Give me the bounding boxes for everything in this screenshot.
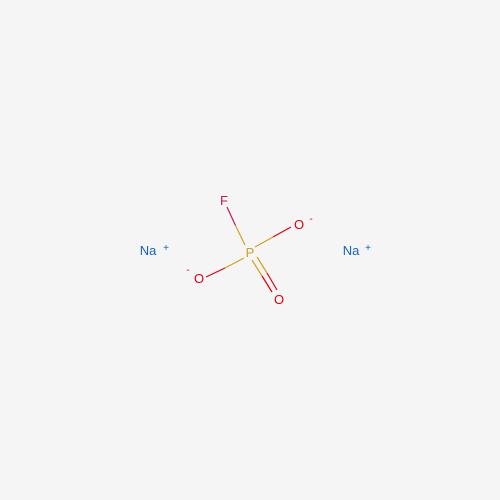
bonds [205, 206, 292, 293]
atoms: Na + Na + F P O - O - O [140, 193, 371, 307]
atom-f: F [220, 193, 228, 208]
atom-charge: - [309, 214, 312, 225]
bond-p-f [226, 206, 246, 246]
atom-na-right: Na + [343, 243, 371, 258]
atom-symbol: O [294, 217, 304, 232]
atom-charge: + [365, 243, 371, 254]
bond-p-o-left [205, 257, 245, 278]
atom-symbol: F [220, 193, 228, 208]
atom-o-upper: O - [294, 214, 313, 232]
atom-p: P [246, 245, 255, 260]
bond-p-o-upper [254, 226, 292, 248]
atom-charge: - [186, 265, 189, 276]
bond-p-o-double [251, 256, 278, 293]
atom-charge: + [163, 243, 169, 254]
atom-symbol: O [194, 271, 204, 286]
atom-symbol: Na [140, 243, 157, 258]
atom-symbol: P [246, 245, 255, 260]
atom-symbol: O [274, 292, 284, 307]
atom-symbol: Na [343, 243, 360, 258]
atom-na-left: Na + [140, 243, 169, 258]
atom-o-double: O [274, 292, 284, 307]
atom-o-left: O - [186, 265, 204, 286]
